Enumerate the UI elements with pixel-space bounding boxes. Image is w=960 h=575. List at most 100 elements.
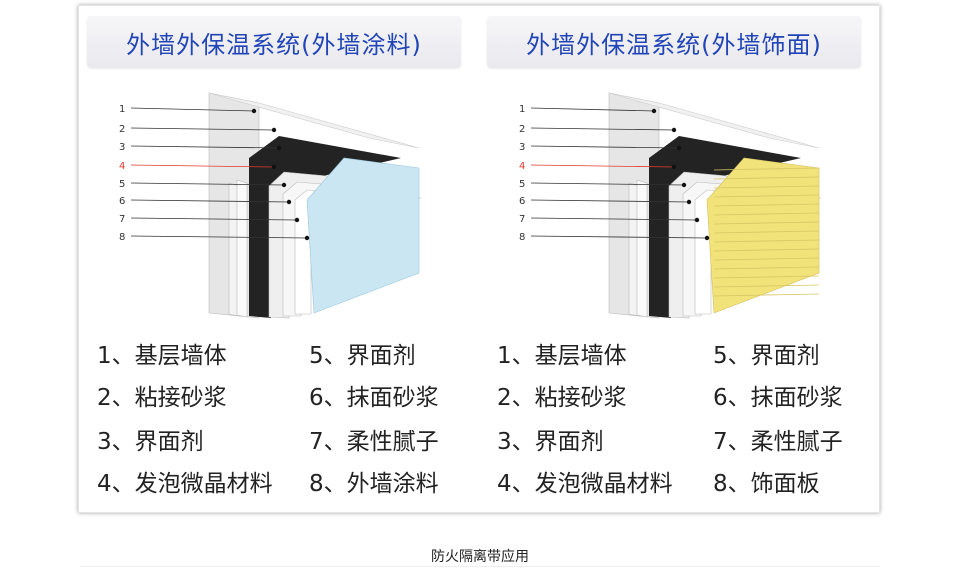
- legend-item: 5、界面剂: [713, 343, 820, 369]
- layer-finish-paint: [306, 157, 420, 314]
- callout-number: 4: [519, 161, 525, 172]
- callout-line: [530, 164, 675, 168]
- callout-line: [530, 199, 690, 203]
- legend-item: 2、粘接砂浆: [497, 385, 627, 411]
- callout-dot: [304, 235, 310, 241]
- caption: 防火隔离带应用: [431, 549, 529, 565]
- legend-item: 3、界面剂: [497, 429, 604, 455]
- legend-item: 6、抹面砂浆: [309, 385, 439, 411]
- callout-dot: [651, 108, 657, 114]
- callout-dot: [276, 145, 282, 151]
- tile-joint: [713, 167, 820, 171]
- callout-number: 8: [519, 232, 525, 243]
- callout-number: 8: [119, 232, 125, 243]
- callout-dot: [251, 108, 257, 114]
- layer-adhesive: [228, 182, 240, 317]
- callout-dot: [671, 127, 677, 133]
- callout-number: 1: [119, 104, 125, 115]
- callout-dot: [281, 182, 287, 188]
- callout-number: 7: [519, 214, 525, 225]
- legend-item: 7、柔性腻子: [309, 429, 439, 455]
- callout-number: 2: [519, 124, 525, 135]
- panel-title: 外墙外保温系统(外墙饰面): [487, 16, 861, 68]
- callout-line: [130, 145, 280, 149]
- callout-number: 1: [519, 104, 525, 115]
- callout-number: 3: [519, 142, 525, 153]
- tile-joint: [713, 275, 820, 279]
- tile-joint: [713, 221, 820, 225]
- callout-number: 3: [119, 142, 125, 153]
- callout-dot: [686, 199, 692, 205]
- callout-line: [130, 217, 298, 221]
- callout-line: [130, 127, 275, 131]
- tile-joint: [713, 257, 820, 261]
- layer-base-wall-top: [608, 92, 820, 149]
- panel-title: 外墙外保温系统(外墙涂料): [87, 16, 461, 68]
- divider: [80, 566, 880, 567]
- tile-joint: [713, 230, 820, 234]
- legend-item: 8、饰面板: [713, 471, 820, 497]
- layer-diagram-svg: 1 2 3 4 5 6 7 8: [119, 92, 422, 319]
- layer-diagram-svg: 1 2 3 4 5 6 7 8: [519, 92, 822, 319]
- legend-item: 1、基层墙体: [497, 343, 627, 369]
- callout-line: [130, 182, 285, 186]
- callout-line: [530, 182, 685, 186]
- callout-line: [530, 127, 675, 131]
- tile-joint: [713, 212, 820, 216]
- callout-dot: [676, 145, 682, 151]
- tile-joint: [713, 203, 820, 207]
- callout-dot: [694, 217, 700, 223]
- callout-number: 7: [119, 214, 125, 225]
- layer-interface: [236, 179, 248, 318]
- layer-interface: [636, 179, 648, 318]
- callout-dot: [704, 235, 710, 241]
- legend-item: 2、粘接砂浆: [97, 385, 227, 411]
- callout-number: 4: [119, 161, 125, 172]
- legend: 1、基层墙体 2、粘接砂浆 3、界面剂 4、发泡微晶材料 5、界面剂 6、抹面砂…: [497, 326, 869, 497]
- callout-dot: [271, 164, 277, 170]
- callout-line: [530, 107, 655, 112]
- callout-number: 5: [119, 179, 125, 190]
- panel-tile: 外墙外保温系统(外墙饰面) 1 2 3 4 5 6 7 8 1、基层墙体 2、粘接砂浆 3、界…: [479, 16, 869, 516]
- diagram-frame: 外墙外保温系统(外墙涂料) 1 2 3 4 5 6 7 8 1、基层墙体 2、粘接砂浆 3、界…: [78, 5, 880, 513]
- tile-joint: [713, 284, 820, 288]
- layer-diagram-paint: 1 2 3 4 5 6 7 8: [119, 88, 439, 328]
- legend: 1、基层墙体 2、粘接砂浆 3、界面剂 4、发泡微晶材料 5、界面剂 6、抹面砂…: [97, 326, 469, 497]
- legend-item: 4、发泡微晶材料: [497, 471, 673, 497]
- callout-line: [530, 145, 680, 149]
- layer-diagram-tile: 1 2 3 4 5 6 7 8: [519, 88, 839, 328]
- callout-line: [530, 235, 708, 239]
- callout-dot: [286, 199, 292, 205]
- tile-joint: [713, 239, 820, 243]
- callout-line: [530, 217, 698, 221]
- layer-base-wall-top: [208, 92, 420, 149]
- callout-dot: [671, 164, 677, 170]
- callout-line: [130, 199, 290, 203]
- tile-joint: [713, 266, 820, 270]
- callout-line: [130, 164, 275, 168]
- callout-number: 6: [519, 196, 525, 207]
- callout-number: 6: [119, 196, 125, 207]
- tile-joint: [713, 176, 820, 180]
- callout-line: [130, 235, 308, 239]
- callout-dot: [294, 217, 300, 223]
- legend-item: 7、柔性腻子: [713, 429, 843, 455]
- callout-number: 5: [519, 179, 525, 190]
- callout-line: [130, 107, 255, 112]
- legend-item: 8、外墙涂料: [309, 471, 439, 497]
- tile-joint: [713, 185, 820, 189]
- callout-dot: [681, 182, 687, 188]
- legend-item: 3、界面剂: [97, 429, 204, 455]
- legend-item: 4、发泡微晶材料: [97, 471, 273, 497]
- panel-paint: 外墙外保温系统(外墙涂料) 1 2 3 4 5 6 7 8 1、基层墙体 2、粘接砂浆 3、界…: [79, 16, 469, 516]
- legend-item: 6、抹面砂浆: [713, 385, 843, 411]
- tile-joint: [713, 248, 820, 252]
- legend-item: 1、基层墙体: [97, 343, 227, 369]
- tile-joint: [713, 293, 820, 297]
- layer-finish-tile: [706, 157, 820, 314]
- layer-adhesive: [628, 182, 640, 317]
- tile-joint: [713, 194, 820, 198]
- callout-dot: [271, 127, 277, 133]
- callout-number: 2: [119, 124, 125, 135]
- legend-item: 5、界面剂: [309, 343, 416, 369]
